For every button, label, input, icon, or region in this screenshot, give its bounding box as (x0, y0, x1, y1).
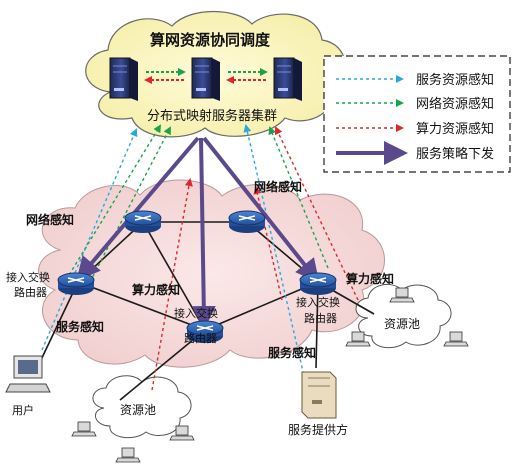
cluster-label: 分布式映射服务器集群 (147, 108, 277, 124)
awareness-arrows (41, 124, 359, 391)
resource-pool-bottom-cloud (92, 375, 192, 439)
label-network-aware-right: 网络感知 (254, 179, 302, 194)
server-cluster (109, 57, 302, 101)
laptop-icons (71, 287, 469, 463)
label-provider: 服务提供方 (288, 422, 348, 437)
policy-arrow-left (76, 136, 200, 282)
label-router-left-line1: 接入交换 (6, 270, 50, 284)
label-router-center-line2: 路由器 (184, 331, 217, 345)
policy-arrow-right (202, 136, 320, 284)
label-router-right-line1: 接入交换 (296, 295, 340, 309)
server-icon-1 (109, 57, 138, 101)
diagram-title: 算网资源协同调度 (150, 31, 271, 49)
resource-pool-right-cloud (355, 283, 452, 349)
legend-label-compute: 算力资源感知 (416, 121, 494, 137)
server-icon-2 (191, 57, 220, 101)
label-service-aware-bottom: 服务感知 (268, 345, 316, 360)
laptop-icon (443, 331, 469, 347)
laptop-icon (169, 425, 195, 441)
router-icon-top-right (228, 210, 266, 233)
compute-aware-arrow-2 (274, 126, 359, 301)
legend-label-service: 服务资源感知 (416, 72, 494, 88)
label-compute-aware-right: 算力感知 (346, 271, 394, 286)
service-aware-arrow-2 (243, 124, 306, 381)
compute-aware-arrow-3 (253, 186, 283, 301)
policy-arrows (76, 136, 320, 330)
label-pool-bottom: 资源池 (120, 403, 156, 417)
label-pool-right: 资源池 (384, 317, 420, 331)
legend-label-network: 网络资源感知 (416, 96, 494, 112)
provider-server-icon (301, 371, 337, 419)
router-icon-right (299, 272, 337, 295)
router-icon-left (57, 272, 95, 295)
label-compute-aware-center: 算力感知 (132, 282, 180, 297)
network-aware-arrow-1 (65, 124, 162, 281)
label-user: 用户 (12, 403, 34, 417)
user-computer-icon (5, 355, 51, 393)
server-icon-3 (273, 57, 302, 101)
laptop-icon (389, 287, 415, 303)
laptop-icon (115, 447, 141, 463)
legend-label-policy: 服务策略下发 (416, 146, 494, 162)
laptop-icon (345, 331, 371, 347)
label-service-aware-left: 服务感知 (56, 319, 104, 334)
label-router-left-line2: 路由器 (14, 285, 47, 299)
router-icon-center (186, 320, 224, 343)
router-icon-top-left (124, 210, 162, 233)
laptop-icon (71, 421, 97, 437)
label-router-center-line1: 接入交换 (174, 306, 218, 320)
policy-arrow-center (191, 137, 216, 330)
label-network-aware-left: 网络感知 (26, 212, 74, 227)
network-aware-arrow-2 (89, 126, 171, 283)
service-aware-arrow-1 (41, 128, 138, 351)
legend: 服务资源感知 网络资源感知 算力资源感知 服务策略下发 (323, 55, 511, 173)
label-router-right-line2: 路由器 (304, 311, 337, 325)
server-sync-arrows (144, 68, 268, 84)
network-aware-arrow-3 (268, 126, 329, 269)
